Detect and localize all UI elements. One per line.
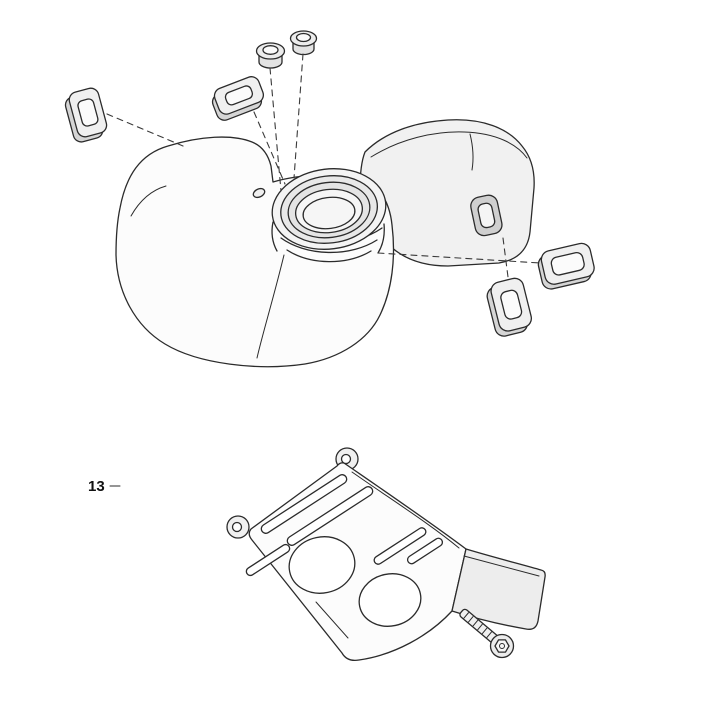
leader-grommet-right-outer (377, 252, 541, 264)
rectangular-grommet-upper (211, 76, 265, 121)
side-cover-step-edge (469, 133, 474, 171)
side-cover-vent-hole (470, 194, 503, 237)
mounting-screw (459, 608, 515, 659)
leader-grommet-right-inner (502, 237, 509, 278)
rectangular-grommet-far-left (64, 87, 108, 143)
plate-edge-rib (351, 471, 460, 549)
ear-hole-top (340, 453, 352, 465)
plate-slot (406, 537, 444, 565)
rectangular-grommet-right-outer (537, 242, 595, 290)
plate-large-hole-left (288, 536, 356, 594)
screw-hex-head (494, 639, 510, 653)
round-plug-small-right (289, 30, 318, 56)
neck-thread-2 (280, 237, 378, 254)
screw-thread-lines (463, 612, 492, 638)
cap-tether-lug (252, 187, 266, 199)
ear-hole-left (231, 521, 243, 533)
neck-wall-left (271, 221, 278, 252)
grommet-hole (77, 98, 99, 127)
screw-shank (459, 608, 501, 646)
plate-slot (245, 543, 291, 577)
leader-plug-left (269, 67, 282, 192)
leader-grommet-far-left (106, 113, 184, 147)
callout-13: 13 (88, 478, 121, 495)
guard-plate-assembly (226, 447, 546, 661)
grommet-hole (500, 289, 523, 320)
plug-recess (295, 32, 312, 43)
leader-lines (106, 53, 541, 278)
side-cover-housing (359, 119, 535, 267)
flange-bend-line (463, 555, 540, 577)
leader-plug-right (293, 53, 304, 179)
plate-large-hole-right (358, 573, 422, 627)
neck-inner-wall (302, 196, 356, 230)
plate-slot (373, 527, 427, 565)
plate-slot (286, 486, 374, 546)
grommet-hole (550, 251, 585, 276)
plate-lower-rib (315, 601, 349, 639)
guard-plate-flange (451, 548, 546, 630)
grommet-hole (224, 85, 254, 106)
rectangular-grommet-right-inner (486, 277, 533, 337)
neck-thread-3 (286, 249, 372, 263)
neck-wall-right (377, 223, 385, 254)
callout-13-label: 13 (88, 478, 105, 495)
leader-grommet-upper (253, 111, 286, 185)
tank-contour-front (256, 254, 285, 359)
tank-contour-left (130, 185, 167, 217)
screw-head-center (499, 643, 505, 649)
plate-slot (260, 474, 348, 534)
plug-recess (262, 45, 279, 55)
side-cover-top-edge (370, 131, 528, 159)
filler-neck (252, 168, 387, 263)
round-plug-small-left (255, 42, 286, 69)
